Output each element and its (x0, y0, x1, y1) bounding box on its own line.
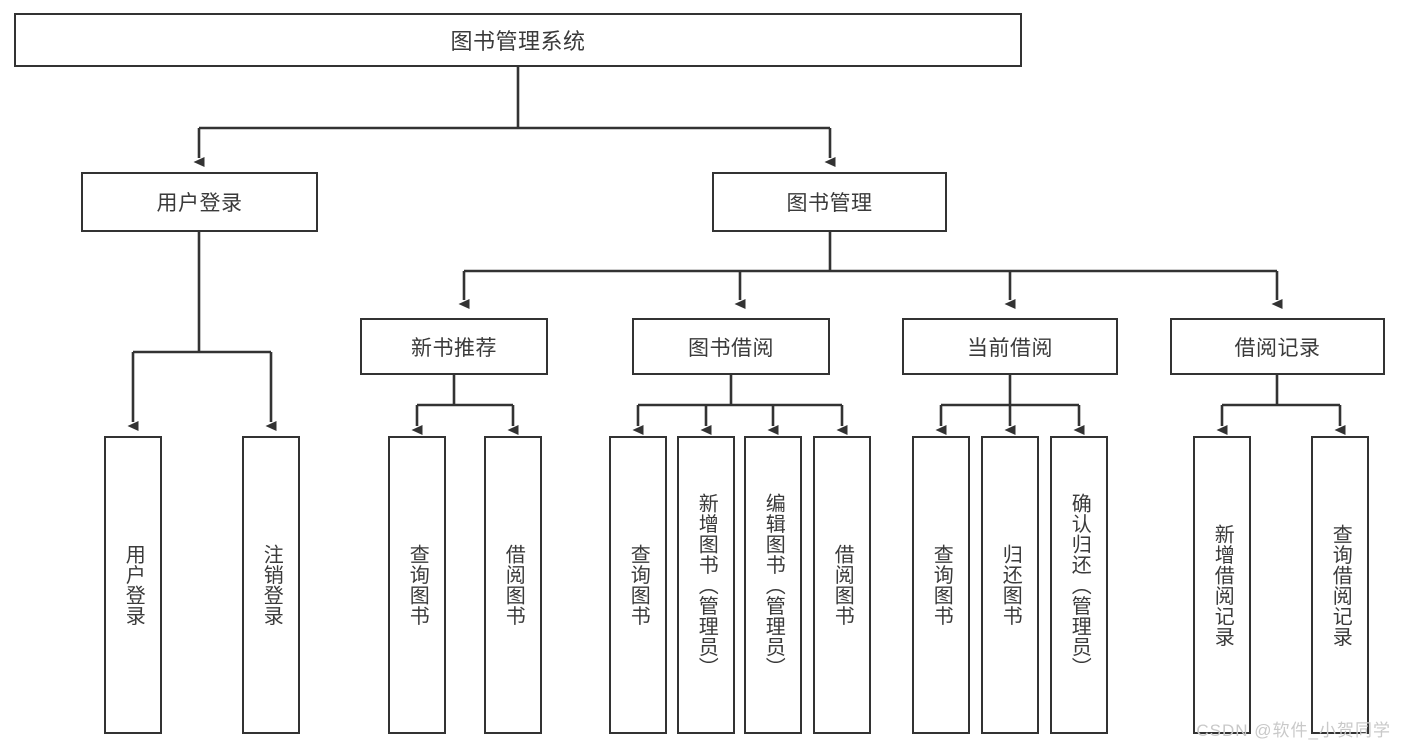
node-leaf-borrow-book-2[interactable]: 借阅图书 (813, 436, 871, 734)
node-user-login-label: 用户登录 (156, 192, 243, 215)
node-leaf-logout-label: 注销登录 (260, 544, 283, 626)
node-leaf-query-book-1-label: 查询图书 (406, 544, 429, 626)
node-leaf-query-record-label: 查询借阅记录 (1329, 523, 1352, 647)
node-book-borrow-label: 图书借阅 (688, 336, 774, 360)
node-root[interactable]: 图书管理系统 (14, 13, 1022, 67)
node-new-book-rec-label: 新书推荐 (411, 336, 497, 360)
node-leaf-query-book-3[interactable]: 查询图书 (912, 436, 970, 734)
node-leaf-edit-book-label: 编辑图书（管理员） (762, 492, 785, 678)
node-leaf-logout[interactable]: 注销登录 (242, 436, 300, 734)
node-user-login[interactable]: 用户登录 (81, 172, 318, 232)
node-current-borrow[interactable]: 当前借阅 (902, 318, 1118, 375)
node-leaf-add-book-label: 新增图书（管理员） (695, 492, 718, 678)
node-new-book-rec[interactable]: 新书推荐 (360, 318, 548, 375)
node-borrow-record-label: 借阅记录 (1234, 336, 1321, 360)
node-current-borrow-label: 当前借阅 (967, 336, 1053, 360)
node-leaf-borrow-book-2-label: 借阅图书 (831, 544, 854, 626)
node-leaf-return-book-label: 归还图书 (999, 544, 1022, 626)
node-leaf-user-login-label: 用户登录 (122, 544, 145, 626)
node-leaf-borrow-book-1-label: 借阅图书 (502, 544, 525, 626)
node-leaf-query-book-2[interactable]: 查询图书 (609, 436, 667, 734)
node-book-manage-label: 图书管理 (786, 192, 873, 215)
node-leaf-return-book[interactable]: 归还图书 (981, 436, 1039, 734)
node-leaf-query-book-2-label: 查询图书 (627, 544, 650, 626)
node-leaf-query-book-1[interactable]: 查询图书 (388, 436, 446, 734)
node-borrow-record[interactable]: 借阅记录 (1170, 318, 1385, 375)
node-leaf-query-record[interactable]: 查询借阅记录 (1311, 436, 1369, 734)
node-leaf-add-book[interactable]: 新增图书（管理员） (677, 436, 735, 734)
node-leaf-borrow-book-1[interactable]: 借阅图书 (484, 436, 542, 734)
node-book-manage[interactable]: 图书管理 (712, 172, 947, 232)
node-leaf-confirm-return-label: 确认归还（管理员） (1068, 492, 1091, 678)
node-leaf-edit-book[interactable]: 编辑图书（管理员） (744, 436, 802, 734)
node-leaf-confirm-return[interactable]: 确认归还（管理员） (1050, 436, 1108, 734)
node-root-label: 图书管理系统 (450, 29, 586, 54)
node-leaf-add-record-label: 新增借阅记录 (1211, 523, 1234, 647)
node-leaf-query-book-3-label: 查询图书 (930, 544, 953, 626)
node-book-borrow[interactable]: 图书借阅 (632, 318, 830, 375)
node-leaf-add-record[interactable]: 新增借阅记录 (1193, 436, 1251, 734)
node-leaf-user-login[interactable]: 用户登录 (104, 436, 162, 734)
